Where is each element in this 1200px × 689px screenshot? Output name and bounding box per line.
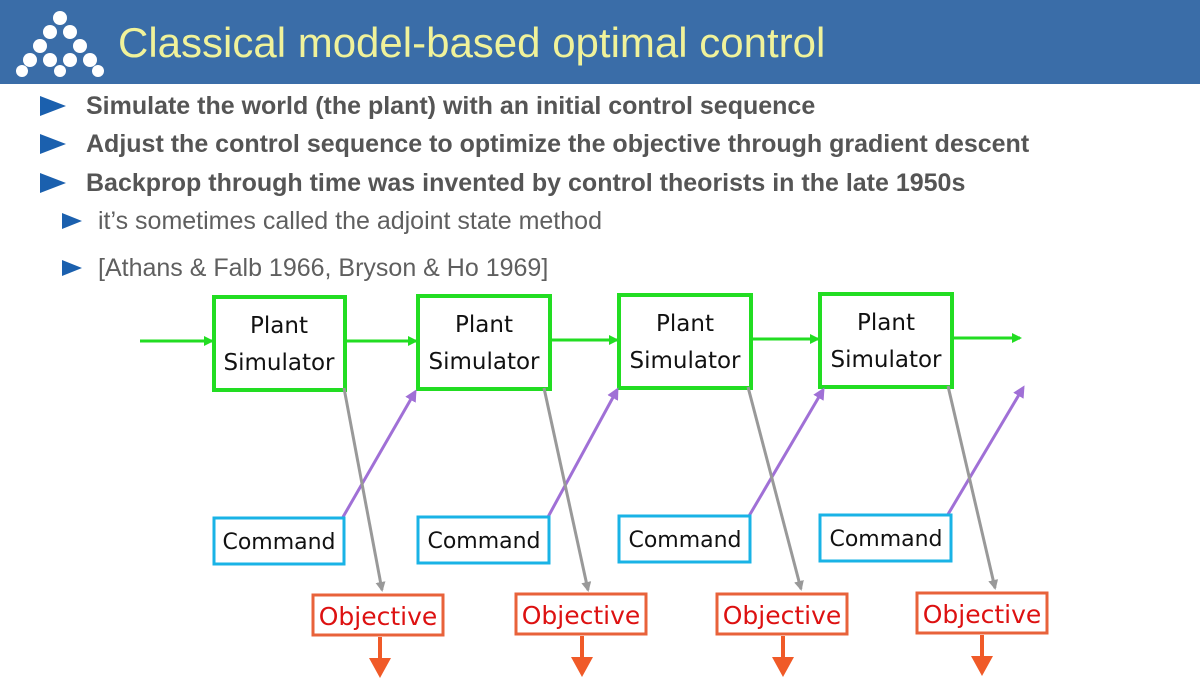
objective-link-arrow [342, 387, 386, 592]
bullet-3: Backprop through time was invented by co… [86, 169, 966, 197]
objective-link-arrow [946, 385, 999, 590]
plant-label: Plant [857, 310, 915, 336]
objective-label: Objective [319, 602, 438, 631]
objective-output-arrow [971, 635, 993, 676]
objective-box [915, 591, 1049, 635]
objective-box [311, 593, 445, 637]
network-logo-icon [16, 11, 104, 77]
bullet-marker-icon [40, 134, 66, 154]
command-label: Command [829, 527, 942, 552]
plant-simulator-box [617, 293, 753, 390]
simulator-label: Simulator [830, 347, 942, 373]
command-box [617, 514, 752, 564]
command-arrow [747, 387, 825, 517]
slide-title: Classical model-based optimal control [118, 19, 826, 66]
objective-label: Objective [923, 600, 1042, 629]
command-label: Command [222, 530, 335, 555]
command-label: Command [427, 529, 540, 554]
plant-simulator-box [212, 295, 347, 392]
objective-box [514, 592, 648, 636]
command-box [416, 515, 551, 565]
plant-label: Plant [455, 312, 513, 338]
plant-label: Plant [656, 311, 714, 337]
command-label: Command [628, 528, 741, 553]
plant-label: Plant [250, 313, 308, 339]
slide-header: Classical model-based optimal control [0, 0, 1200, 84]
objective-output-arrow [369, 637, 391, 678]
plant-simulator-box [818, 292, 954, 389]
simulator-label: Simulator [223, 350, 335, 376]
command-box [818, 513, 953, 563]
objective-box [715, 592, 849, 636]
bullet-marker-icon [40, 173, 66, 193]
sub-bullet-2: [Athans & Falb 1966, Bryson & Ho 1969] [98, 254, 549, 282]
objective-output-arrow [571, 636, 593, 677]
command-arrow [341, 389, 417, 518]
objective-link-arrow [542, 387, 592, 592]
objective-link-arrow [746, 386, 804, 591]
bullet-2: Adjust the control sequence to optimize … [86, 130, 1030, 158]
sub-bullet-marker-icon [62, 213, 82, 229]
simulator-label: Simulator [428, 349, 540, 375]
sub-bullet-marker-icon [62, 260, 82, 276]
command-arrow [945, 385, 1025, 517]
sub-bullet-1: it’s sometimes called the adjoint state … [98, 207, 602, 235]
objective-output-arrow [772, 636, 794, 677]
command-arrow [546, 387, 619, 518]
plant-simulator-box [416, 294, 552, 391]
objective-label: Objective [522, 601, 641, 630]
simulator-label: Simulator [629, 348, 741, 374]
objective-label: Objective [723, 601, 842, 630]
bullet-1: Simulate the world (the plant) with an i… [86, 92, 816, 120]
bullet-marker-icon [40, 96, 66, 116]
command-box [212, 516, 346, 566]
